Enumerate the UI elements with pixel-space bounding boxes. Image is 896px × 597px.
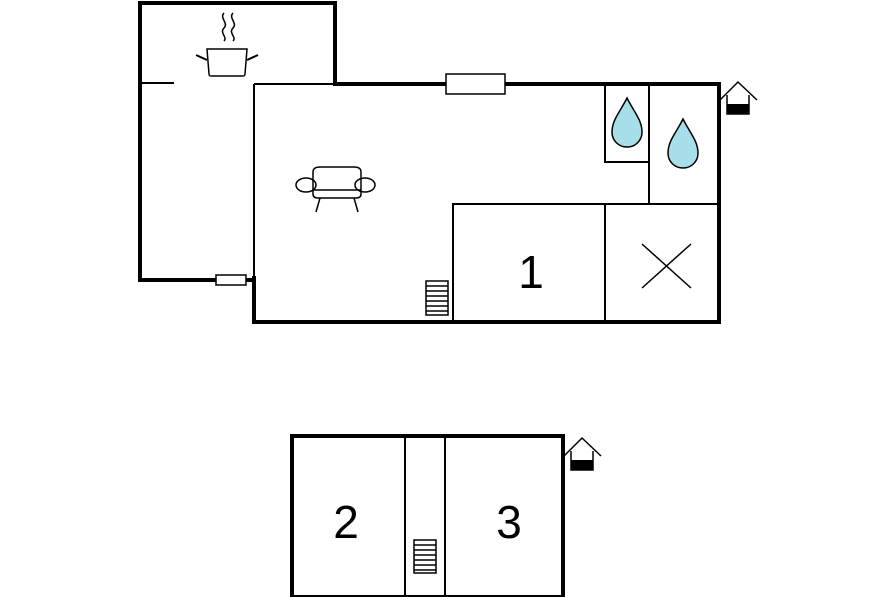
- staircase-icon: [413, 539, 437, 574]
- sofa-icon: [295, 166, 376, 213]
- upper-floor: 2 3: [290, 434, 602, 597]
- water-drop-icon: [667, 117, 699, 169]
- cooking-pot-icon: [195, 12, 259, 77]
- ground-floor: 1: [138, 1, 758, 324]
- upper-floor-wall: [290, 434, 565, 597]
- window-left: [215, 274, 247, 286]
- kitchen-divider: [253, 83, 335, 278]
- room-label-1: 1: [518, 246, 544, 298]
- house-entrance-icon: [719, 80, 758, 115]
- cross-mark-icon: [641, 243, 692, 289]
- room-label-3: 3: [496, 496, 522, 548]
- window-top: [445, 73, 506, 95]
- storage-room: [604, 203, 720, 323]
- kitchen-wall: [138, 1, 337, 282]
- water-drop-icon: [611, 96, 643, 148]
- staircase-icon: [425, 280, 449, 316]
- room-label-2: 2: [333, 496, 359, 548]
- house-entrance-icon: [563, 436, 602, 471]
- bathroom-wc: [604, 84, 650, 163]
